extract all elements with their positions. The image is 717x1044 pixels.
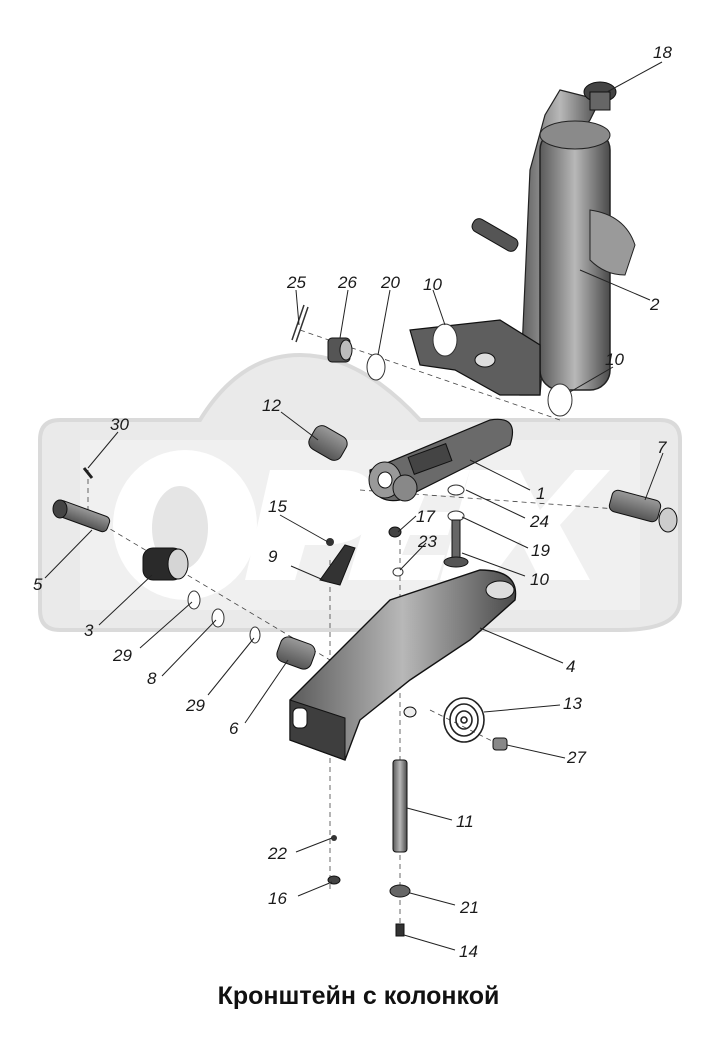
callout-8: 8 [147, 669, 157, 688]
callout-12: 11 [456, 812, 474, 831]
washer-25 [447, 484, 465, 496]
callout-5: 5 [33, 575, 43, 594]
bushing-3 [142, 547, 189, 581]
pin-12 [392, 759, 408, 853]
bolt-5 [52, 499, 111, 533]
washer-10-lower [547, 383, 573, 417]
column-cap-19 [583, 81, 617, 111]
bolt-28 [492, 737, 508, 751]
screw-16 [326, 538, 334, 546]
callout-24: 23 [418, 532, 437, 551]
pin-30 [82, 467, 94, 479]
callout-28: 27 [567, 748, 586, 767]
callout-4: 4 [566, 657, 576, 676]
bracket-4 [289, 569, 517, 761]
callout-19: 18 [653, 43, 672, 62]
nut-27 [327, 337, 353, 363]
callout-6: 6 [229, 719, 239, 738]
callout-2: 2 [650, 295, 660, 314]
callout-3: 3 [84, 621, 94, 640]
washer-24 [392, 567, 404, 577]
callout-20: 19 [531, 541, 550, 560]
callout-21: 20 [381, 273, 400, 292]
watermark-logo [38, 352, 682, 632]
bolt-11 [443, 519, 469, 568]
washer-21 [366, 353, 386, 381]
callout-17: 16 [268, 889, 287, 908]
callout-15: 14 [459, 942, 478, 961]
washer-29-right [249, 626, 261, 644]
lever-1 [368, 418, 514, 502]
callout-29-right: 29 [186, 696, 205, 715]
callout-10-upper: 10 [423, 275, 442, 294]
nut-15 [395, 923, 405, 937]
callout-9: 9 [268, 547, 278, 566]
washer-10-upper [432, 323, 458, 357]
callout-11: 10 [530, 570, 549, 589]
diagram-caption: Кронштейн с колонкой [217, 982, 500, 1010]
callout-27: 26 [338, 273, 357, 292]
callout-18: 17 [416, 507, 435, 526]
washer-22 [389, 884, 411, 898]
callout-7: 7 [657, 438, 667, 457]
callout-22: 21 [460, 898, 479, 917]
callout-30: 30 [110, 415, 129, 434]
callout-14: 13 [563, 694, 582, 713]
bushing-6 [276, 636, 316, 670]
clip-9 [319, 544, 356, 586]
callout-1: 1 [536, 484, 546, 503]
spring-14 [443, 697, 485, 743]
nut-18 [388, 526, 402, 538]
callout-23: 22 [268, 844, 287, 863]
bushing-13 [308, 425, 348, 461]
callout-25: 24 [530, 512, 549, 531]
washer-29-left [187, 590, 201, 610]
callout-16: 15 [268, 497, 287, 516]
callout-26: 25 [287, 273, 306, 292]
callout-10-lower: 10 [605, 350, 624, 369]
cotter-pin-26 [291, 304, 309, 343]
callout-13: 12 [262, 396, 281, 415]
washer-8 [211, 608, 225, 628]
pin-23 [331, 835, 337, 841]
callout-29-left: 29 [113, 646, 132, 665]
bolt-7 [608, 489, 678, 533]
leader-lines [44, 61, 664, 951]
